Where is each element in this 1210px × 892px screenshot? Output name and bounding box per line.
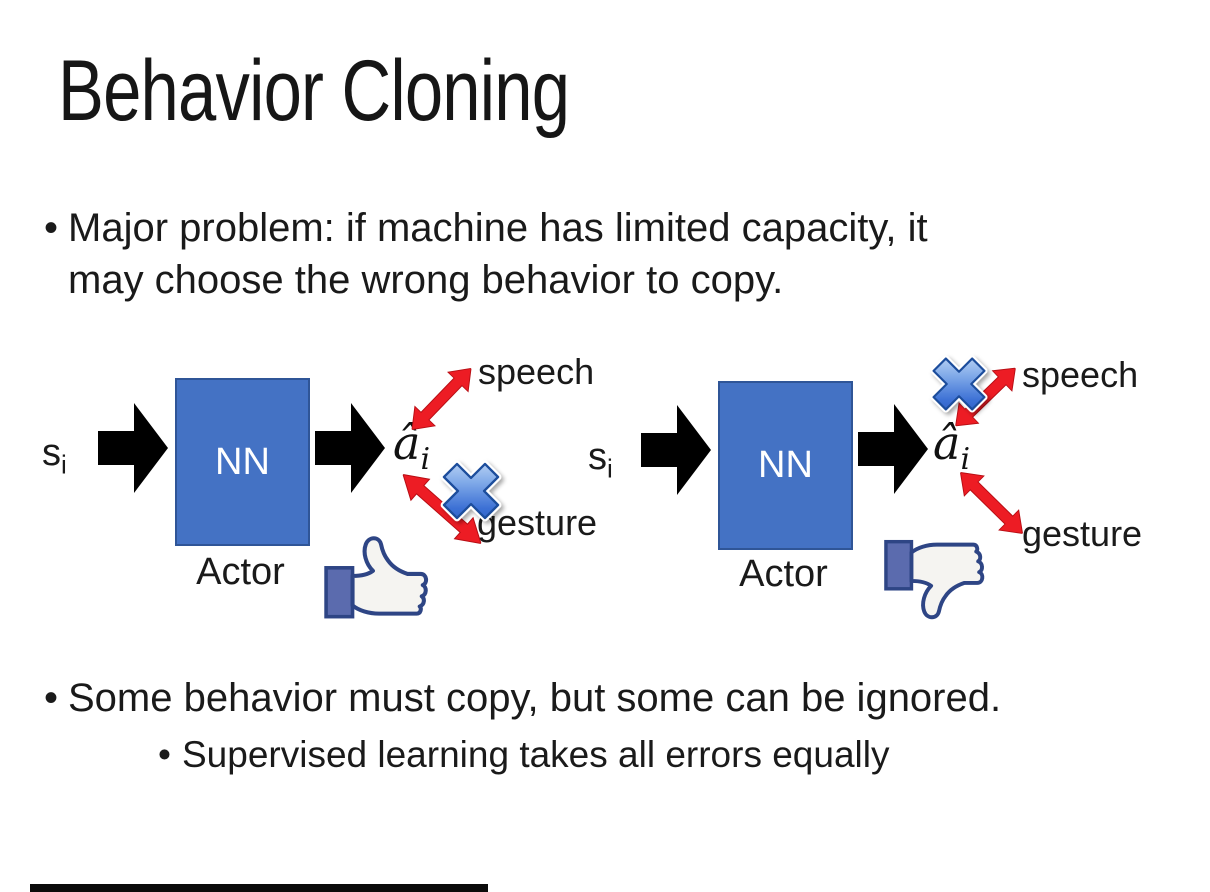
action-subscript: i [420, 442, 431, 478]
bullet-supervised: • Supervised learning takes all errors e… [158, 731, 889, 779]
state-symbol: s [588, 436, 607, 478]
bullet-major-problem: • Major problem: if machine has limited … [44, 202, 928, 306]
bullet-supervised-text: Supervised learning takes all errors equ… [182, 734, 890, 775]
bullet-icon: • [44, 206, 59, 250]
actor-label: Actor [196, 551, 285, 593]
thumbs-down-icon [883, 539, 985, 620]
cross-icon [928, 353, 990, 415]
state-subscript: i [607, 453, 613, 484]
nn-box-left: NN [175, 378, 310, 546]
speech-label: speech [478, 351, 595, 392]
flow-arrow-icon [315, 403, 385, 493]
flow-arrow-icon [858, 404, 928, 494]
actor-label: Actor [739, 553, 828, 595]
action-label-right: âi [933, 420, 970, 475]
state-label-right: si [588, 438, 613, 482]
thumbs-up-icon [322, 533, 434, 625]
state-subscript: i [61, 449, 67, 480]
bullet-icon: • [44, 676, 59, 720]
gesture-label: gesture [1022, 513, 1143, 554]
bullet-icon: • [158, 734, 171, 775]
clipped-text-bar [30, 884, 488, 892]
speech-label: speech [1022, 354, 1139, 395]
flow-arrow-icon [641, 405, 711, 495]
bullet-major-problem-text: Major problem: if machine has limited ca… [68, 206, 928, 302]
nn-label: NN [215, 440, 270, 483]
nn-box-right: NN [718, 381, 853, 550]
state-symbol: s [42, 432, 61, 474]
state-label-left: si [42, 434, 67, 478]
speech-relation-arrow-icon [401, 358, 482, 440]
page-title: Behavior Cloning [58, 43, 570, 139]
flow-arrow-icon [98, 403, 168, 493]
bullet-some-behavior-text: Some behavior must copy, but some can be… [68, 676, 1002, 720]
action-symbol: â [933, 416, 961, 470]
cross-icon [438, 458, 504, 524]
nn-label: NN [758, 444, 813, 486]
action-subscript: i [960, 442, 971, 478]
bullet-some-behavior: • Some behavior must copy, but some can … [44, 672, 1001, 724]
